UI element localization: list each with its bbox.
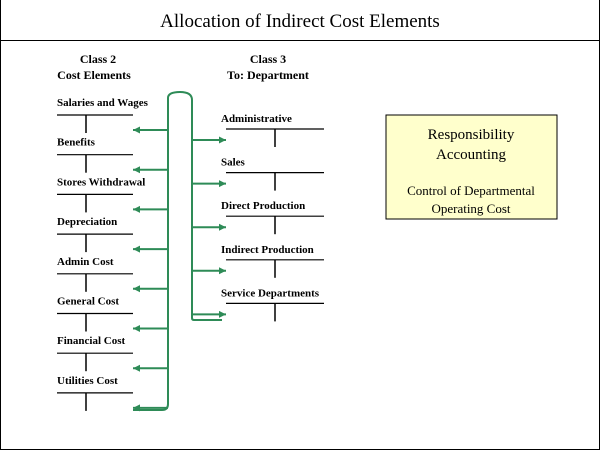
arrow-head-icon (219, 223, 226, 231)
responsibility-heading-line2: Accounting (436, 147, 506, 163)
arrow-head-icon (219, 310, 226, 318)
cost-element-account: Stores Withdrawal (57, 176, 168, 213)
arrow-head-icon (133, 364, 140, 372)
cost-element-account: Utilities Cost (57, 375, 168, 412)
responsibility-body-line1: Control of Departmental (407, 183, 535, 198)
department-account: Service Departments (192, 287, 324, 322)
cost-element-label: Benefits (57, 137, 96, 149)
cost-element-account: Financial Cost (57, 335, 168, 372)
arrow-head-icon (133, 285, 140, 293)
department-account: Sales (192, 157, 324, 191)
class2-header-line2: Cost Elements (57, 68, 131, 82)
arrow-head-icon (133, 166, 140, 174)
department-label: Service Departments (221, 287, 320, 299)
cost-element-label: Stores Withdrawal (57, 176, 145, 188)
responsibility-body-line2: Operating Cost (431, 201, 510, 216)
cost-element-label: Financial Cost (57, 335, 125, 347)
arrow-head-icon (219, 180, 226, 188)
responsibility-box-frame (385, 114, 558, 220)
cost-element-label: General Cost (57, 296, 119, 308)
department-account: Administrative (192, 113, 324, 147)
department-label: Indirect Production (221, 244, 314, 256)
cost-element-label: Admin Cost (57, 256, 114, 268)
department-account: Direct Production (192, 200, 324, 235)
cost-element-label: Depreciation (57, 216, 117, 228)
cost-element-account: Depreciation (57, 216, 168, 253)
cost-element-label: Salaries and Wages (57, 97, 149, 109)
allocation-flow (133, 91, 222, 411)
arrow-head-icon (219, 136, 226, 144)
arrow-head-icon (133, 325, 140, 332)
department-label: Sales (221, 157, 246, 169)
responsibility-accounting-box: Responsibility Accounting Control of Dep… (385, 114, 558, 220)
flow-bus-line (133, 91, 222, 411)
department-account: Indirect Production (192, 244, 324, 278)
page-title: Allocation of Indirect Cost Elements (160, 11, 440, 32)
cost-element-account: Salaries and Wages (57, 97, 168, 134)
department-label: Administrative (221, 113, 292, 125)
class3-header-line1: Class 3 (250, 52, 286, 66)
responsibility-heading-line1: Responsibility (428, 127, 515, 143)
department-label: Direct Production (221, 200, 305, 212)
arrow-head-icon (133, 205, 140, 213)
class2-header-line1: Class 2 (80, 52, 116, 66)
class3-header-line2: To: Department (227, 68, 309, 82)
cost-element-account: Benefits (57, 137, 168, 174)
arrow-head-icon (133, 126, 140, 134)
arrow-head-icon (219, 267, 226, 275)
cost-element-label: Utilities Cost (57, 375, 118, 387)
cost-element-account: General Cost (57, 296, 168, 332)
cost-element-account: Admin Cost (57, 256, 168, 293)
arrow-head-icon (133, 245, 140, 253)
